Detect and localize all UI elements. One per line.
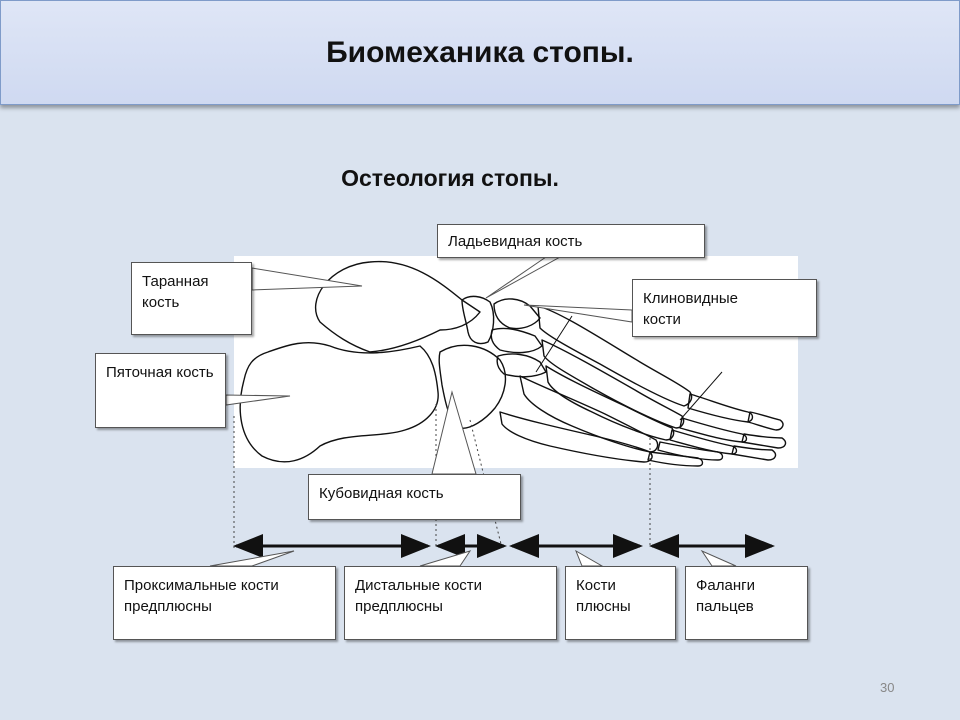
- metatarsal-label: Кости плюсны: [565, 566, 676, 640]
- cuboid-bone: [438, 344, 507, 429]
- calcaneus-pointer: [225, 394, 291, 406]
- calcaneus-label: Пяточная кость: [95, 353, 226, 428]
- talus-bone: [314, 260, 481, 353]
- proximal-tarsal-label: Проксимальные кости предплюсны: [113, 566, 336, 640]
- metatarsal-pointer: [574, 549, 604, 567]
- joint-line-2: [679, 371, 723, 421]
- navicular-bone: [461, 295, 495, 345]
- metatarsal-3: [545, 365, 675, 441]
- toe-tip-2: [741, 433, 787, 449]
- metatarsal-5: [499, 411, 653, 463]
- phalanx-5: [647, 451, 704, 467]
- navicular-pointer: [485, 256, 562, 299]
- distal-tarsal-label: Дистальные кости предплюсны: [344, 566, 557, 640]
- metatarsal-4: [519, 375, 659, 453]
- slide-header: Биомеханика стопы.: [0, 0, 960, 105]
- metatarsal-1: [537, 305, 693, 407]
- cuneiform-bone-2: [490, 327, 543, 354]
- talus-pointer: [251, 267, 363, 291]
- cuneiform-bone-1: [493, 298, 541, 330]
- joint-line-1: [535, 315, 573, 373]
- phalanges-label: Фаланги пальцев: [685, 566, 808, 640]
- cuneiform-bone-3: [496, 353, 547, 378]
- phalanges-pointer: [700, 549, 737, 567]
- toe-tip-1: [747, 411, 784, 431]
- phalanx-2: [679, 417, 748, 443]
- page-number: 30: [880, 680, 895, 695]
- talus-label: Таранная кость: [131, 262, 252, 335]
- cuboid-pointer: [431, 390, 477, 475]
- slide-subtitle: Остеология стопы.: [341, 165, 559, 191]
- cuneiform-pointer: [523, 304, 633, 323]
- navicular-label: Ладьевидная кость: [437, 224, 705, 258]
- proximal-tarsal-pointer: [209, 550, 295, 567]
- metatarsal-2: [541, 339, 685, 429]
- toe-tip-3: [731, 445, 777, 461]
- phalanx-3: [669, 429, 738, 455]
- slide-title: Биомеханика стопы.: [326, 35, 634, 69]
- cuboid-label: Кубовидная кость: [308, 474, 521, 520]
- distal-tarsal-pointer: [419, 550, 472, 567]
- calcaneus-bone: [239, 341, 439, 463]
- cuneiform-label: Клиновидные кости: [632, 279, 817, 337]
- phalanx-1: [687, 393, 754, 423]
